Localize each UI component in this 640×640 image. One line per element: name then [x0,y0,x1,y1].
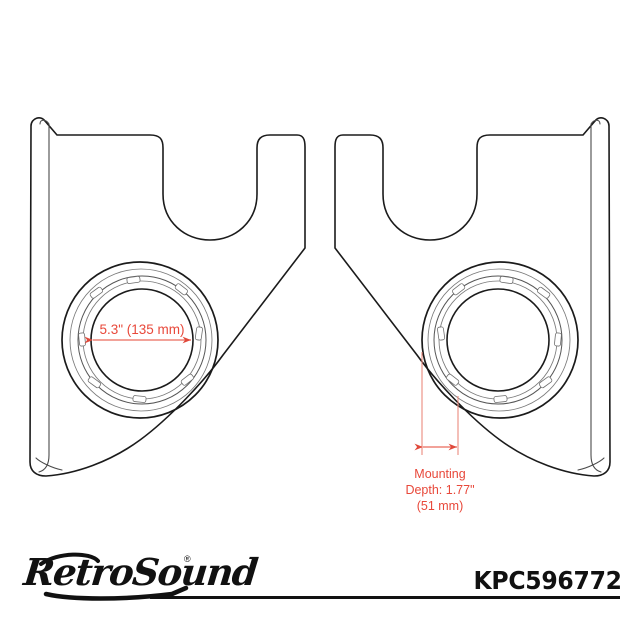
left-pod-ring-3 [77,275,207,405]
right-panel [334,117,611,477]
left-panel: 5.3" (135 mm) [29,117,306,477]
left-panel-flange-outer [35,457,63,471]
right-pod-outer-ring [421,261,579,419]
pod-tab [446,373,460,386]
pod-tab [499,275,514,284]
pod-tab [87,376,102,389]
pod-tab [554,332,562,347]
mounting-depth-dimension: Mounting Depth: 1.77" (51 mm) [405,352,475,513]
speaker-diameter-label: 5.3" (135 mm) [99,322,184,337]
mounting-depth-label-line-2: Depth: 1.77" [405,483,474,497]
right-panel-flange-outer [577,457,605,471]
part-number: KPC596772 [473,566,623,595]
pod-tab [126,275,141,284]
brand-logo-swash [39,552,189,601]
pod-tab [132,395,147,403]
mounting-depth-label-line-1: Mounting [414,467,465,481]
pod-tab [174,283,188,296]
pod-tab [89,286,104,299]
brand-logo-text: RetroSound [21,550,259,594]
footer: RetroSound ® KPC596772 [0,548,640,640]
registered-trademark-icon: ® [184,554,191,564]
pod-tab [78,332,86,347]
right-pod-ring-2 [427,268,571,412]
right-panel-flange-inner [590,119,602,473]
pod-tab [452,283,466,296]
pod-tab [437,326,446,341]
pod-tab [194,326,203,341]
speaker-diameter-dimension: 5.3" (135 mm) [84,322,191,344]
right-pod-ring-3 [433,275,563,405]
left-pod-ring-2 [69,268,213,412]
pod-tab [536,286,551,299]
right-speaker-pod [421,261,579,419]
left-pod-outer-ring [61,261,219,419]
right-pod-bore [446,288,550,392]
pod-tab [180,373,194,386]
left-panel-flange-inner [38,119,50,473]
pod-tab [538,376,553,389]
left-pod-mounting-tabs [78,275,203,403]
footer-divider [150,596,620,599]
mounting-depth-label-line-3: (51 mm) [417,499,464,513]
pod-tab [493,395,508,403]
right-pod-mounting-tabs [437,275,562,403]
brand-logo: RetroSound ® [22,550,259,606]
